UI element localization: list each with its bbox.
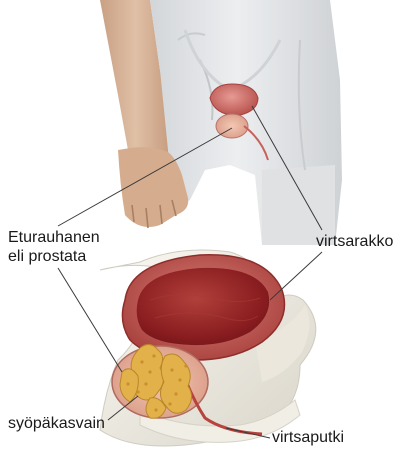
prostate-leader-bottom (58, 268, 122, 372)
body-figure (100, 0, 342, 245)
urethra-label: virtsaputki (272, 428, 344, 447)
prostate-label: Eturauhanen eli prostata (8, 228, 100, 266)
cutaway-anatomy (100, 250, 316, 446)
bladder-leader-bottom (270, 252, 322, 300)
prostate-label-line1: Eturauhanen (8, 228, 100, 247)
tumor-label: syöpäkasvain (8, 414, 105, 433)
bladder-label: virtsarakko (316, 232, 393, 251)
prostate-label-line2: eli prostata (8, 247, 100, 266)
